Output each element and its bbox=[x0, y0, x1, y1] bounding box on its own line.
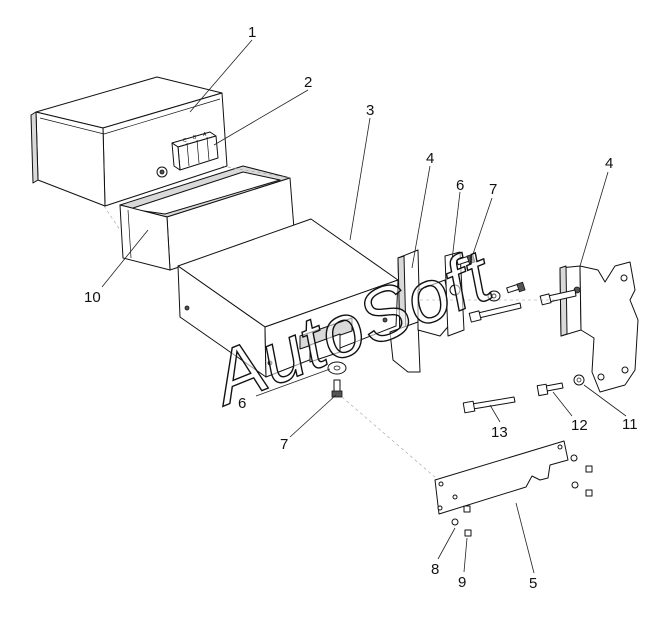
svg-text:B: B bbox=[193, 135, 197, 141]
part-13-long-bolt bbox=[462, 396, 516, 414]
svg-text:A: A bbox=[203, 132, 207, 138]
center-long-bolt bbox=[468, 302, 522, 323]
callout-12: 12 bbox=[571, 417, 588, 434]
callout-11: 11 bbox=[622, 416, 638, 433]
part-1-device-unit bbox=[30, 76, 228, 207]
part-5-cover-plate bbox=[434, 440, 569, 515]
part-10-frame-sleeve bbox=[119, 165, 295, 271]
callout-13: 13 bbox=[491, 424, 508, 441]
part-6-spacer-plate bbox=[444, 251, 465, 337]
callout-4-left: 4 bbox=[426, 150, 434, 167]
part-4-bracket-left bbox=[389, 249, 453, 373]
callout-7-upper: 7 bbox=[489, 181, 497, 198]
callout-8: 8 bbox=[431, 561, 439, 578]
assembly-axis-lines bbox=[103, 165, 560, 479]
callout-9: 9 bbox=[458, 574, 466, 591]
part-11-washer bbox=[573, 374, 585, 386]
part-7-screw-lower bbox=[331, 379, 343, 398]
callout-6-upper: 6 bbox=[456, 177, 464, 194]
callout-2: 2 bbox=[304, 74, 312, 91]
part-12-short-bolt bbox=[536, 382, 564, 397]
svg-text:C: C bbox=[183, 138, 187, 144]
part-8-part-9-fasteners bbox=[451, 454, 593, 537]
part-7-screw-upper bbox=[456, 253, 476, 266]
center-screw-and-washer bbox=[487, 281, 526, 302]
part-3-housing bbox=[177, 218, 399, 378]
part-4-bracket-right bbox=[559, 261, 639, 393]
callout-10: 10 bbox=[84, 289, 101, 306]
callout-3: 3 bbox=[366, 102, 374, 119]
callout-5: 5 bbox=[529, 575, 537, 592]
callout-1: 1 bbox=[248, 24, 256, 41]
part-6-washer-lower bbox=[327, 361, 347, 375]
bracket-bolt bbox=[539, 289, 577, 306]
callout-4-right: 4 bbox=[605, 155, 613, 172]
part-2-terminal-block: C B A bbox=[171, 131, 219, 171]
leader-lines bbox=[101, 39, 627, 574]
callout-labels: 1 2 3 4 6 7 4 10 6 7 13 12 11 8 9 5 bbox=[84, 24, 638, 592]
callout-7-lower: 7 bbox=[280, 436, 288, 453]
callout-6-lower: 6 bbox=[238, 395, 246, 412]
